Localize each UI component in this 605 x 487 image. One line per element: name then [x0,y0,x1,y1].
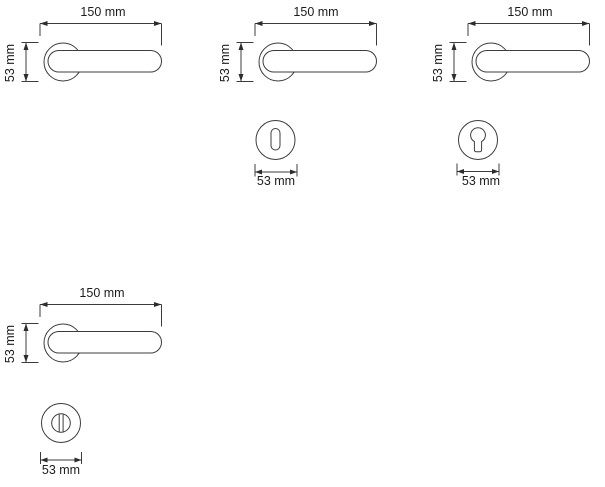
length-dimension-label: 150 mm [80,5,126,19]
oval-keyhole-icon [270,128,281,151]
handle-drawing-top-right [449,20,590,82]
escutcheon-dimension-label: 53 mm [256,174,296,188]
thumbturn-circle [51,413,71,433]
rose-dimension-label: 53 mm [3,324,17,363]
rose-circle [255,120,296,160]
length-dimension-label: 150 mm [79,286,125,300]
handle-drawing-bottom-left [21,301,162,363]
rose-dimension-label: 53 mm [3,43,17,82]
rose-dimension-label: 53 mm [218,43,232,82]
escutcheon-wc-thumbturn-drawing [40,403,82,464]
escutcheon-dimension-label: 53 mm [461,174,501,188]
rose-circle [458,120,498,160]
euro-cylinder-keyhole-icon [470,127,486,153]
escutcheon-oval-keyhole-drawing [254,120,298,177]
rose-circle [41,403,81,443]
handle-drawing-top-left [21,20,162,82]
length-dimension-label: 150 mm [293,5,339,19]
rose-dimension-label: 53 mm [431,43,445,82]
length-dimension-label: 150 mm [507,5,553,19]
escutcheon-dimension-label: 53 mm [41,463,81,477]
escutcheon-euro-cylinder-drawing [456,120,500,176]
handle-drawing-top-middle [236,20,377,82]
